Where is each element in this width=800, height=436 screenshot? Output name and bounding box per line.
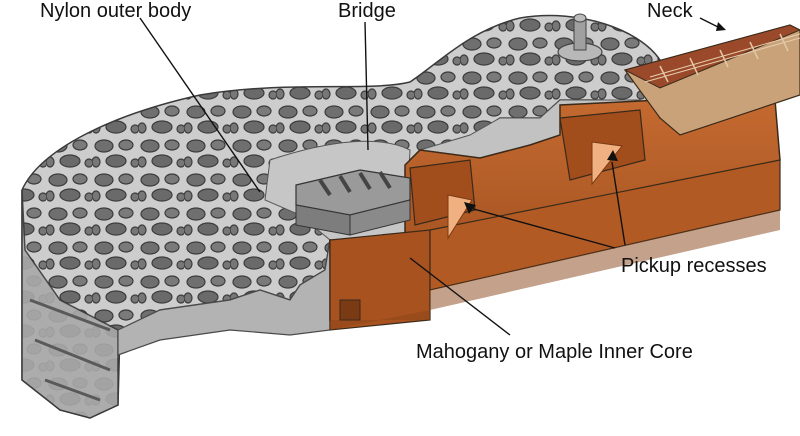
leader-line-neck bbox=[699, 17, 721, 29]
label-neck: Neck bbox=[647, 0, 693, 22]
pickup-recess-rear bbox=[559, 109, 646, 186]
leader-line-nylon bbox=[139, 17, 261, 193]
arrow-head-icon bbox=[464, 202, 476, 214]
neck bbox=[623, 24, 800, 136]
leader-line-bridge bbox=[364, 21, 369, 151]
inner-core bbox=[329, 99, 781, 331]
leader-line-pickup-rear bbox=[611, 161, 626, 246]
label-bridge: Bridge bbox=[338, 0, 396, 22]
control-knob-icon bbox=[557, 13, 603, 62]
leader-line-pickup-front bbox=[469, 207, 616, 249]
leader-lines bbox=[139, 17, 721, 336]
label-pickup-recesses: Pickup recesses bbox=[621, 255, 767, 277]
bridge-icon bbox=[295, 169, 411, 236]
label-inner-core: Mahogany or Maple Inner Core bbox=[416, 341, 693, 363]
leader-line-inner-core bbox=[409, 257, 511, 336]
arrow-head-icon bbox=[716, 22, 726, 31]
label-nylon-outer-body: Nylon outer body bbox=[40, 0, 192, 22]
arrow-head-icon bbox=[607, 150, 618, 161]
